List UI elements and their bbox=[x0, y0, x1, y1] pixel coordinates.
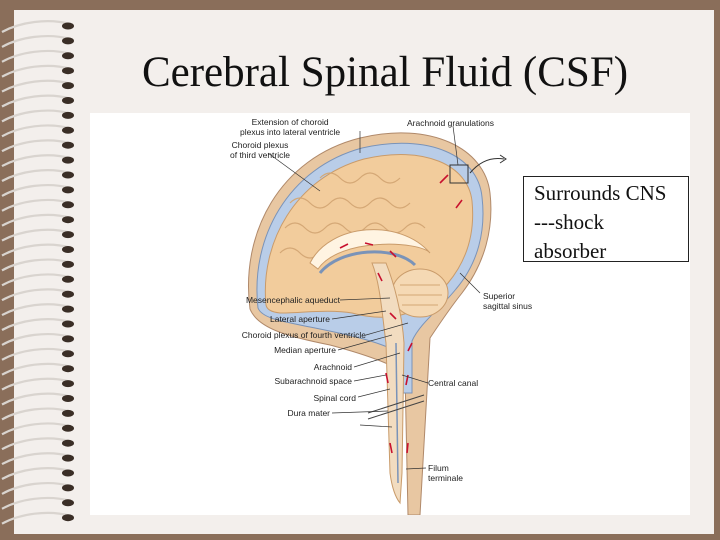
label-arachnoid-granulations: Arachnoid granulations bbox=[407, 118, 494, 128]
label-superior-sagittal-sinus: Superior sagittal sinus bbox=[483, 291, 533, 311]
label-dura-mater: Dura mater bbox=[287, 408, 330, 418]
spiral-wire bbox=[1, 422, 71, 436]
spiral-wire bbox=[1, 213, 71, 227]
spiral-hole bbox=[62, 37, 74, 45]
spiral-hole bbox=[62, 111, 74, 119]
spiral-hole bbox=[62, 171, 74, 179]
spiral-hole bbox=[62, 126, 74, 134]
spiral-hole bbox=[62, 335, 74, 343]
spiral-wire bbox=[1, 452, 71, 466]
csf-anatomy-figure: Extension of choroid plexus into lateral… bbox=[90, 113, 690, 515]
brain-sagittal-illustration bbox=[248, 125, 507, 515]
spiral-wire bbox=[1, 437, 71, 451]
spiral-wire bbox=[1, 511, 71, 525]
spiral-hole bbox=[62, 260, 74, 268]
spiral-hole bbox=[62, 484, 74, 492]
spiral-hole bbox=[62, 424, 74, 432]
spiral-wire bbox=[1, 481, 71, 495]
spiral-hole bbox=[62, 156, 74, 164]
spiral-wire bbox=[1, 243, 71, 257]
spiral-hole bbox=[62, 380, 74, 388]
spiral-hole bbox=[62, 350, 74, 358]
label-median-aperture: Median aperture bbox=[274, 345, 336, 355]
spiral-hole bbox=[62, 439, 74, 447]
spiral-hole bbox=[62, 67, 74, 75]
spiral-hole bbox=[62, 409, 74, 417]
spiral-wire bbox=[1, 124, 71, 138]
spiral-hole bbox=[62, 52, 74, 60]
spiral-wire bbox=[1, 49, 71, 63]
spiral-wire bbox=[1, 407, 71, 421]
spiral-wire bbox=[1, 318, 71, 331]
label-central-canal: Central canal bbox=[428, 378, 479, 388]
spiral-hole bbox=[62, 97, 74, 104]
label-filum-terminale: Filum terminale bbox=[428, 463, 463, 483]
label-subarachnoid-space: Subarachnoid space bbox=[274, 376, 352, 386]
spiral-hole bbox=[62, 141, 74, 149]
spiral-wire bbox=[1, 94, 71, 108]
label-spinal-cord: Spinal cord bbox=[313, 393, 356, 403]
spiral-hole bbox=[62, 395, 74, 402]
spiral-hole bbox=[62, 469, 74, 477]
spiral-wire bbox=[1, 258, 71, 272]
spiral-wire bbox=[1, 169, 71, 182]
spiral-wire bbox=[1, 347, 71, 361]
spiral-wire bbox=[1, 288, 71, 302]
spiral-wire bbox=[1, 34, 71, 48]
spiral-hole bbox=[62, 365, 74, 373]
spiral-hole bbox=[62, 82, 74, 90]
label-choroid-third-ventricle: Choroid plexus of third ventricle bbox=[230, 140, 290, 160]
spiral-hole bbox=[62, 305, 74, 313]
label-extension-choroid: Extension of choroid plexus into lateral… bbox=[240, 117, 341, 137]
spiral-hole bbox=[62, 216, 74, 224]
spiral-hole bbox=[62, 186, 74, 194]
spiral-hole bbox=[62, 246, 74, 253]
spiral-wire bbox=[1, 139, 71, 153]
label-choroid-fourth-ventricle: Choroid plexus of fourth ventricle bbox=[241, 330, 366, 340]
label-mesencephalic-aqueduct: Mesencephalic aqueduct bbox=[245, 295, 340, 305]
spiral-hole bbox=[62, 499, 74, 507]
spiral-hole bbox=[62, 320, 74, 328]
spiral-wire bbox=[1, 79, 71, 93]
spiral-hole bbox=[62, 22, 74, 30]
spiral-wire bbox=[1, 20, 71, 33]
spiral-wire bbox=[1, 273, 71, 287]
slide-title: Cerebral Spinal Fluid (CSF) bbox=[141, 49, 629, 96]
spiral-wire bbox=[1, 392, 71, 406]
spiral-wire bbox=[1, 198, 71, 212]
spiral-wire bbox=[1, 154, 71, 168]
spiral-hole bbox=[62, 275, 74, 283]
spiral-wire bbox=[1, 64, 71, 78]
spiral-hole bbox=[62, 201, 74, 209]
spiral-wire bbox=[1, 362, 71, 376]
callout-line: Surrounds CNS bbox=[534, 181, 667, 205]
spiral-wire bbox=[1, 377, 71, 391]
spiral-wire bbox=[1, 228, 71, 242]
spiral-wire bbox=[1, 332, 71, 346]
spiral-hole bbox=[62, 231, 74, 239]
callout-line: ---shock bbox=[534, 210, 604, 234]
label-arachnoid: Arachnoid bbox=[313, 362, 352, 372]
callout-line: absorber bbox=[534, 239, 607, 263]
spiral-wire bbox=[1, 303, 71, 317]
spiral-wire bbox=[1, 183, 71, 197]
spiral-hole bbox=[62, 290, 74, 298]
spiral-hole bbox=[62, 454, 74, 462]
spiral-binding bbox=[1, 20, 74, 525]
label-lateral-aperture: Lateral aperture bbox=[269, 314, 330, 324]
spiral-wire bbox=[1, 467, 71, 480]
spiral-wire bbox=[1, 496, 71, 510]
spiral-hole bbox=[62, 514, 74, 522]
csf-callout-box: Surrounds CNS ---shock absorber bbox=[523, 176, 689, 263]
spiral-wire bbox=[1, 109, 71, 123]
